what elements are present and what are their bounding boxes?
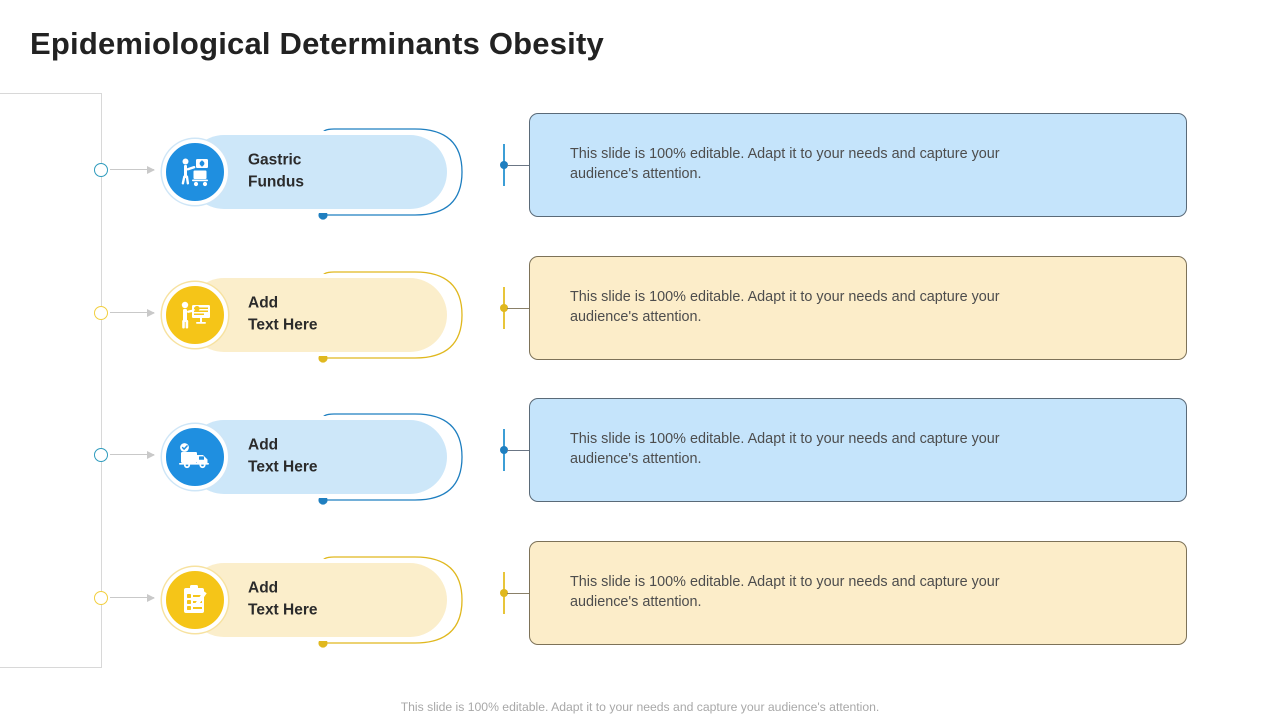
timeline-row: Add Text Here This slide is 100% editabl… (0, 390, 1280, 520)
timeline-row: Gastric Fundus This slide is 100% editab… (0, 105, 1280, 235)
left-timeline-frame (0, 93, 102, 668)
pill-group[interactable]: Add Text Here (160, 260, 480, 370)
content-card[interactable]: This slide is 100% editable. Adapt it to… (529, 398, 1187, 502)
pill-body (187, 563, 447, 637)
timeline-row: Add Text Here This slide is 100% editabl… (0, 533, 1280, 663)
arrow-right-icon (110, 308, 155, 317)
arrow-right-icon (110, 593, 155, 602)
person-shopping-cart-price-tag-icon (162, 139, 228, 205)
arrow-right-icon (110, 165, 155, 174)
card-connector-dot (500, 304, 508, 312)
delivery-truck-check-icon (162, 424, 228, 490)
pill-label: Add Text Here (248, 436, 318, 476)
timeline-row: Add Text Here This slide is 100% editabl… (0, 248, 1280, 378)
pill-group[interactable]: Gastric Fundus (160, 117, 480, 227)
card-connector-dot (500, 161, 508, 169)
card-connector-stub (507, 307, 531, 309)
content-card-text: This slide is 100% editable. Adapt it to… (570, 431, 1000, 467)
clipboard-checklist-pen-icon (162, 567, 228, 633)
card-connector-dot (500, 589, 508, 597)
pill-label: Add Text Here (248, 294, 318, 334)
content-card-text: This slide is 100% editable. Adapt it to… (570, 289, 1000, 325)
arrow-right-icon (110, 450, 155, 459)
content-card-text: This slide is 100% editable. Adapt it to… (570, 146, 1000, 182)
pill-label: Gastric Fundus (248, 151, 304, 191)
pill-body (187, 278, 447, 352)
content-card[interactable]: This slide is 100% editable. Adapt it to… (529, 256, 1187, 360)
content-card[interactable]: This slide is 100% editable. Adapt it to… (529, 113, 1187, 217)
content-card-text: This slide is 100% editable. Adapt it to… (570, 574, 1000, 610)
pill-label: Add Text Here (248, 579, 318, 619)
card-connector-stub (507, 164, 531, 166)
pill-body (187, 135, 447, 209)
card-connector-stub (507, 449, 531, 451)
timeline-node-circle-icon[interactable] (94, 591, 108, 605)
timeline-node-circle-icon[interactable] (94, 448, 108, 462)
timeline-node-circle-icon[interactable] (94, 306, 108, 320)
person-presentation-board-icon (162, 282, 228, 348)
card-connector-dot (500, 446, 508, 454)
footer-note: This slide is 100% editable. Adapt it to… (400, 700, 880, 714)
page-title: Epidemiological Determinants Obesity (30, 26, 604, 61)
pill-group[interactable]: Add Text Here (160, 402, 480, 512)
pill-group[interactable]: Add Text Here (160, 545, 480, 655)
timeline-node-circle-icon[interactable] (94, 163, 108, 177)
pill-body (187, 420, 447, 494)
card-connector-stub (507, 592, 531, 594)
content-card[interactable]: This slide is 100% editable. Adapt it to… (529, 541, 1187, 645)
